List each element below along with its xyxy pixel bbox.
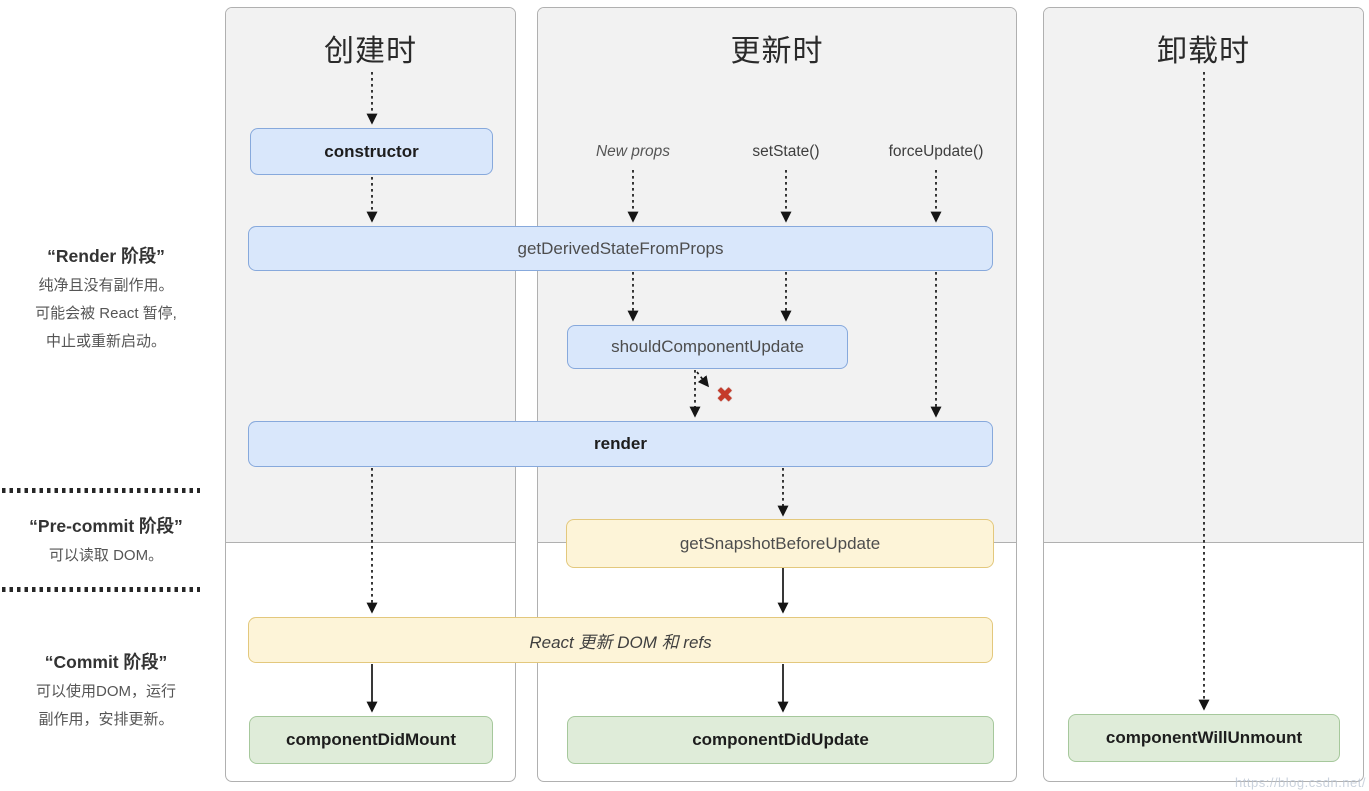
node-shouldcomponentupdate: shouldComponentUpdate: [567, 325, 848, 369]
node-getsnapshotbeforeupdate: getSnapshotBeforeUpdate: [566, 519, 994, 568]
node-render: render: [248, 421, 993, 467]
trigger-forceupdate: forceUpdate(): [888, 143, 984, 160]
node-componentwillunmount: componentWillUnmount: [1068, 714, 1340, 762]
trigger-setstate: setState(): [752, 143, 820, 160]
node-getderivedstatefromprops: getDerivedStateFromProps: [248, 226, 993, 271]
column-title-unmounting: 卸载时: [1157, 35, 1250, 68]
render-phase-desc-line: 可能会被 React 暂停,: [35, 305, 177, 322]
cancel-x-icon: ✖: [716, 384, 734, 407]
dotted-separator: [2, 488, 200, 493]
render-phase-desc-line: 中止或重新启动。: [45, 333, 166, 350]
render-phase-title: “Render 阶段”: [47, 246, 165, 266]
commit-phase-label: “Commit 阶段” 可以使用DOM，运行 副作用，安排更新。: [0, 649, 212, 734]
node-componentdidmount: componentDidMount: [249, 716, 493, 764]
render-phase-desc-line: 纯净且没有副作用。: [38, 277, 174, 294]
commit-phase-title: “Commit 阶段”: [44, 652, 168, 672]
render-phase-label: “Render 阶段” 纯净且没有副作用。 可能会被 React 暂停, 中止或…: [0, 243, 212, 356]
node-react-updates-dom: React 更新 DOM 和 refs: [248, 617, 993, 663]
column-title-updating: 更新时: [730, 35, 824, 68]
column-unmounting: 卸载时: [1043, 7, 1364, 782]
trigger-new-props: New props: [595, 143, 671, 160]
commit-phase-desc-line: 可以使用DOM，运行: [36, 683, 176, 700]
node-componentdidupdate: componentDidUpdate: [567, 716, 994, 764]
commit-phase-desc-line: 副作用，安排更新。: [38, 711, 174, 728]
precommit-phase-label: “Pre-commit 阶段” 可以读取 DOM。: [0, 513, 212, 570]
node-constructor: constructor: [250, 128, 493, 175]
column-title-mounting: 创建时: [324, 35, 417, 68]
column-updating: 更新时: [537, 7, 1017, 782]
watermark-text: https://blog.csdn.net/: [1235, 775, 1366, 790]
precommit-phase-title: “Pre-commit 阶段”: [29, 516, 183, 536]
render-phase-background: [1044, 8, 1363, 543]
precommit-phase-desc-line: 可以读取 DOM。: [48, 547, 164, 564]
column-mounting: 创建时: [225, 7, 516, 782]
dotted-separator: [2, 587, 200, 592]
